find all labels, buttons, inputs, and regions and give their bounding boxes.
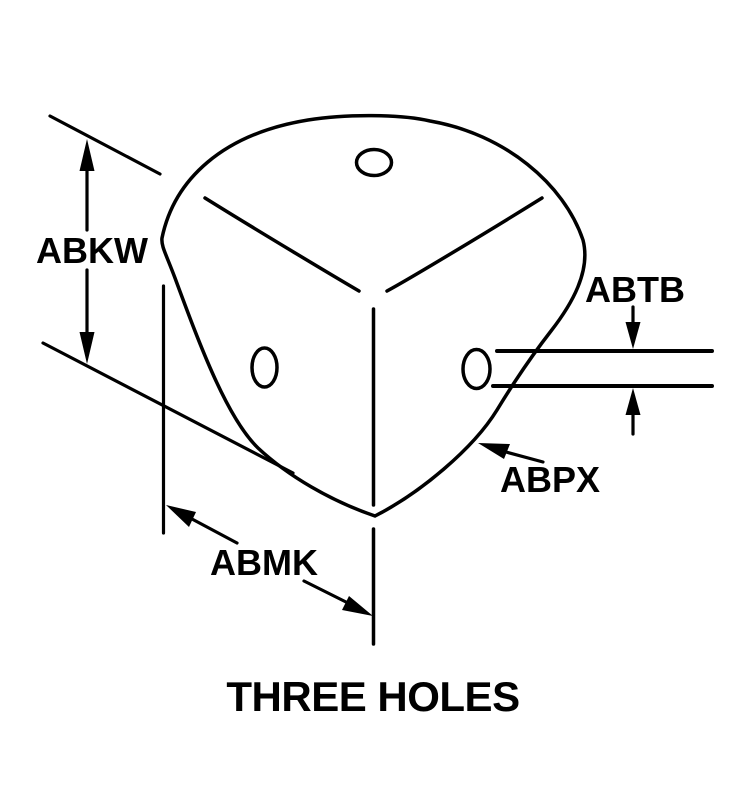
figure-caption: THREE HOLES	[226, 673, 519, 720]
abmk-arrowhead-left-icon	[166, 505, 196, 527]
abmk-arrowhead-right-icon	[342, 596, 373, 616]
part-outline-group	[160, 113, 587, 518]
abpx-leader-shaft	[504, 450, 545, 464]
abpx-leader-group: ABPX	[478, 443, 600, 500]
abkw-label: ABKW	[36, 230, 148, 271]
abkw-arrowhead-up-icon	[79, 139, 95, 171]
abkw-arrowhead-down-icon	[79, 332, 95, 364]
abtb-label: ABTB	[585, 269, 685, 310]
abkw-extension-line-top	[48, 114, 162, 176]
hole-lower-right	[461, 347, 492, 391]
abkw-extension-line-bottom	[41, 341, 295, 475]
holes-group	[250, 147, 492, 391]
abmk-dimension-group: ABMK	[161, 284, 373, 616]
abmk-label: ABMK	[210, 542, 318, 583]
fold-lines-group	[203, 196, 544, 646]
abmk-leader-shaft-left	[190, 517, 239, 545]
fold-line-upper-right	[385, 196, 544, 293]
abkw-dimension-group: ABKW	[36, 114, 295, 475]
abpx-label: ABPX	[500, 459, 600, 500]
hole-top	[354, 147, 394, 178]
abpx-arrowhead-icon	[478, 443, 510, 459]
abtb-dimension-group: ABTB	[491, 269, 714, 436]
abtb-arrowhead-up-icon	[625, 388, 641, 415]
corner-plate-outline	[160, 113, 587, 518]
abmk-leader-shaft-right	[302, 579, 348, 604]
fold-line-upper-left	[203, 196, 361, 293]
hole-lower-left	[250, 346, 279, 389]
abtb-arrowhead-down-icon	[625, 322, 641, 349]
